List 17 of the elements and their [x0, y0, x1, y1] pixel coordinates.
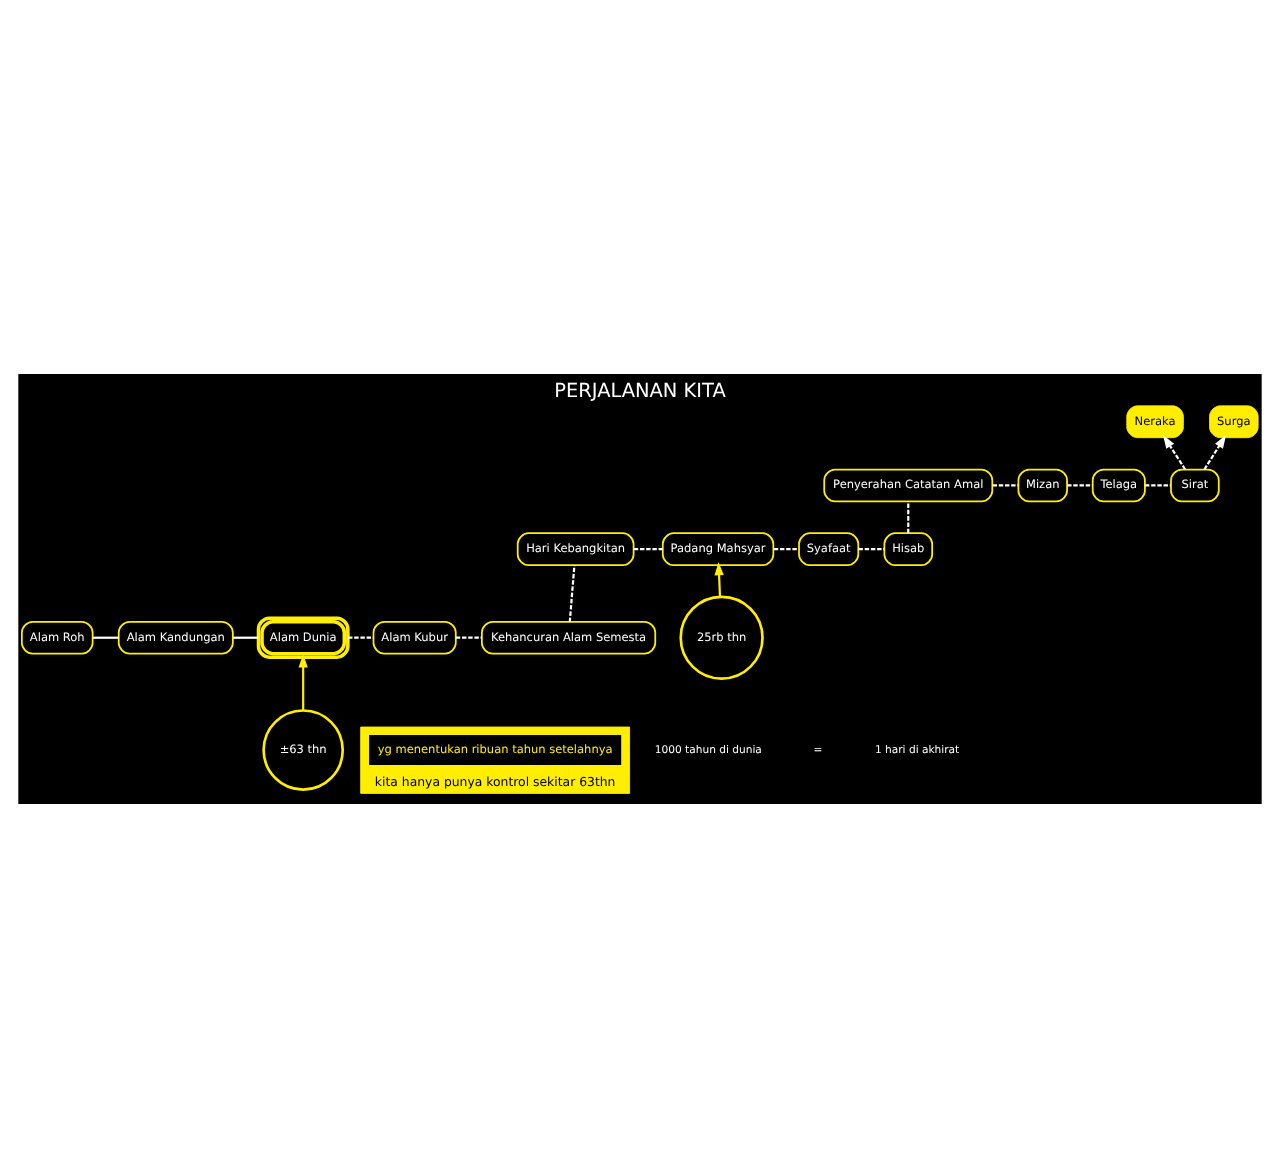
- connector: [992, 483, 1019, 486]
- arrow: [298, 653, 308, 710]
- connector: [1067, 483, 1093, 486]
- connector: [455, 635, 482, 638]
- connector: [858, 547, 885, 550]
- connector: [1144, 483, 1171, 486]
- connector: [773, 547, 799, 550]
- connector: [568, 564, 576, 621]
- connector: [348, 635, 374, 638]
- connector: [633, 547, 663, 550]
- connector: [233, 635, 259, 638]
- connector: [92, 635, 119, 638]
- arrow: [714, 560, 724, 596]
- connector: [907, 500, 910, 532]
- diagram-title: PERJALANAN KITA: [554, 379, 726, 402]
- arrow: [1163, 433, 1186, 469]
- arrow: [1203, 433, 1227, 469]
